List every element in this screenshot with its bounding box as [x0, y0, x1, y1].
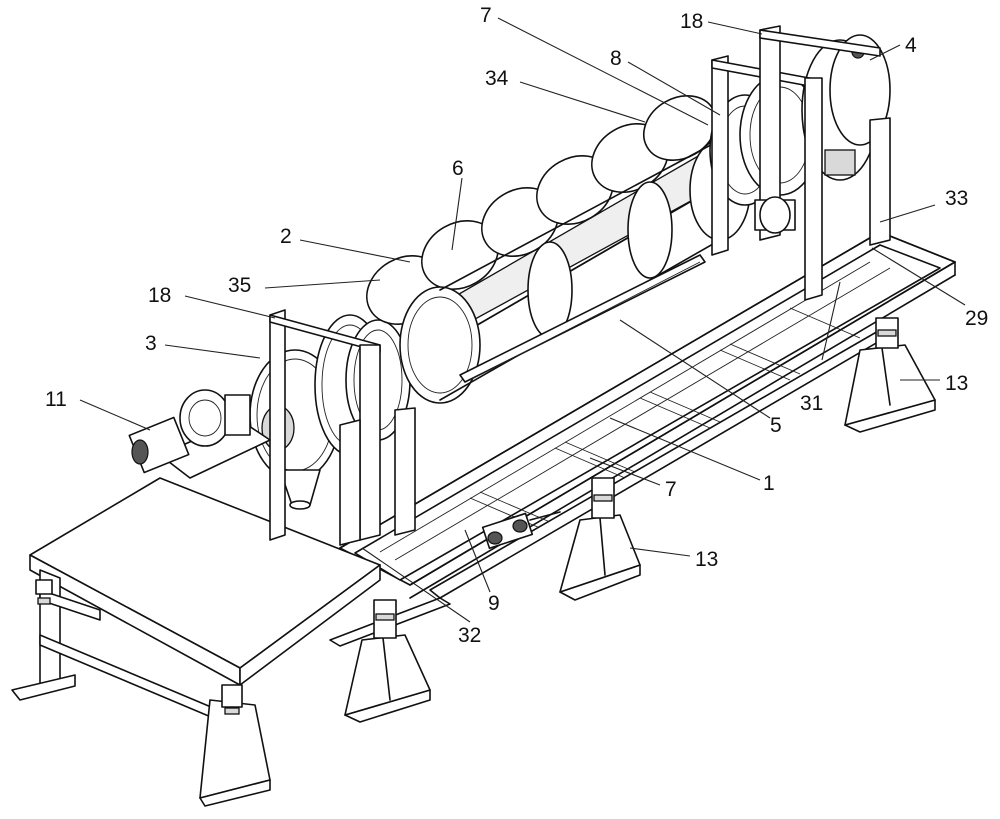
callout-18-top: 18: [680, 10, 703, 33]
callout-31: 31: [800, 392, 823, 415]
callout-5: 5: [770, 414, 782, 437]
leveling-foot-middle: [560, 478, 640, 600]
callout-7-bottom: 7: [665, 478, 677, 501]
front-table: [12, 478, 380, 806]
leveling-foot-right: [845, 318, 935, 432]
callout-34: 34: [485, 67, 509, 90]
callout-7-top: 7: [480, 4, 492, 27]
callout-18-left: 18: [148, 284, 171, 307]
callout-35: 35: [228, 274, 251, 297]
leveling-foot-front-right: [345, 600, 430, 722]
right-separator: [710, 35, 890, 205]
callout-1: 1: [763, 472, 775, 495]
callout-9: 9: [488, 592, 500, 615]
callout-13-mid: 13: [695, 548, 718, 571]
callout-13-right: 13: [945, 372, 968, 395]
callout-2: 2: [280, 225, 292, 248]
callout-32: 32: [458, 624, 481, 647]
callout-29: 29: [965, 307, 988, 330]
callout-6: 6: [452, 157, 464, 180]
callout-33: 33: [945, 187, 968, 210]
callout-11: 11: [45, 388, 67, 411]
callout-4: 4: [905, 34, 917, 57]
callout-3: 3: [145, 332, 157, 355]
motor-assembly: [129, 390, 270, 478]
callout-8: 8: [610, 47, 622, 70]
